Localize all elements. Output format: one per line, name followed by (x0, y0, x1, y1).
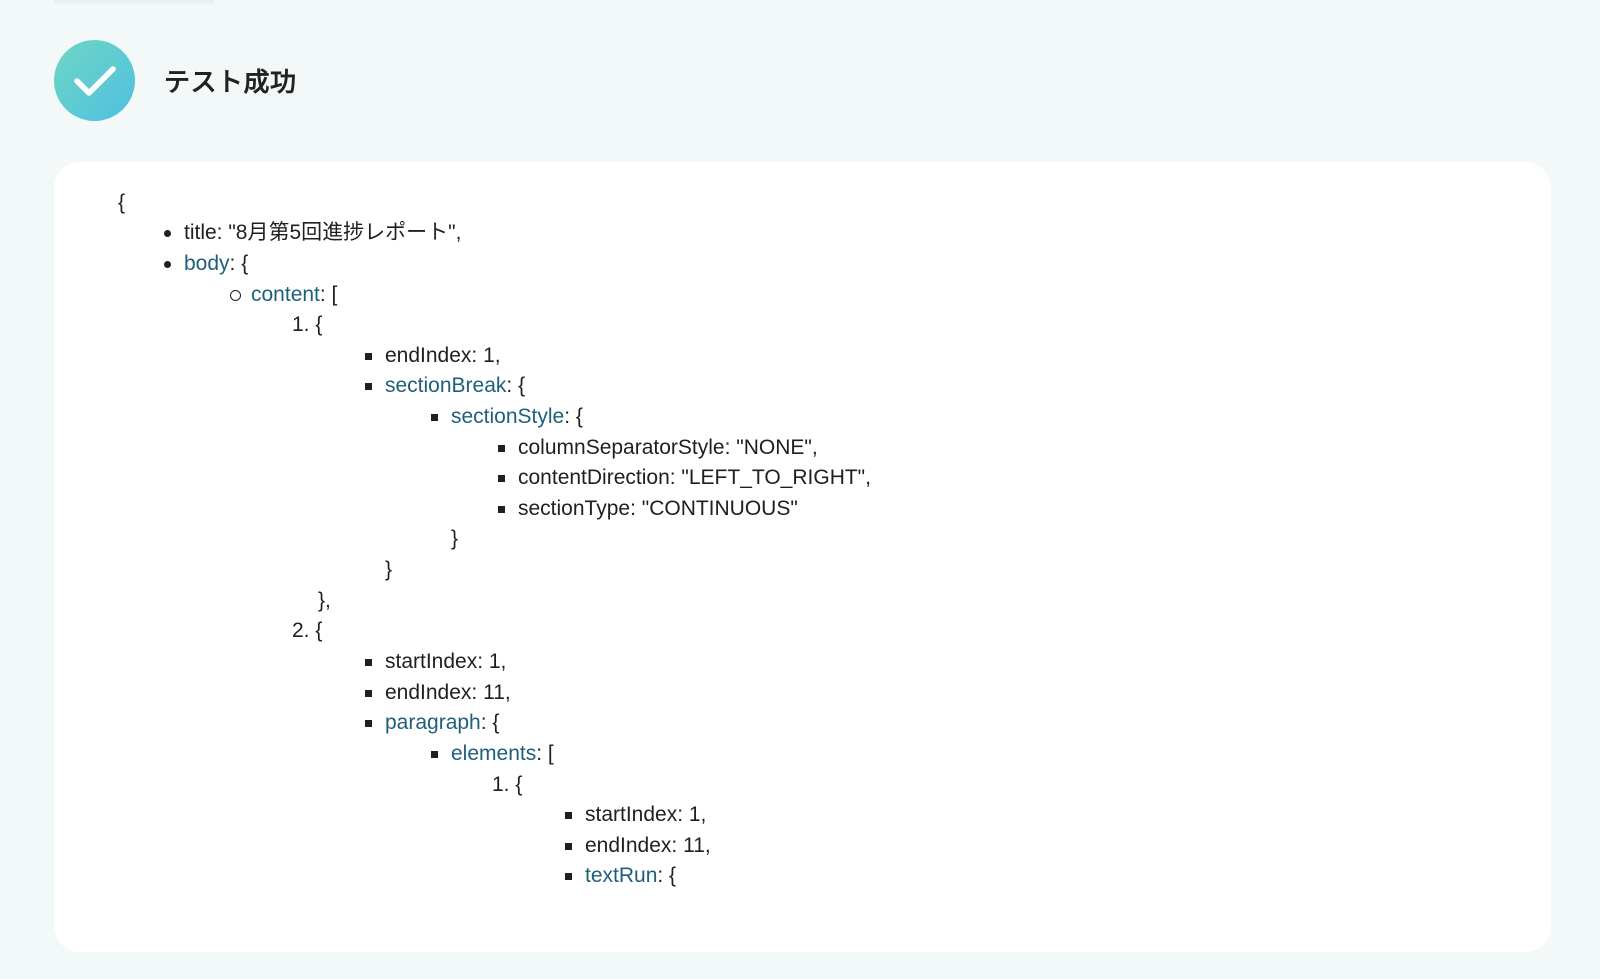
json-columnseparatorstyle: columnSeparatorStyle: "NONE", (498, 432, 818, 463)
json-sectionbreak-line: sectionBreak: { (364, 370, 525, 401)
json-close-sectionstyle: } (451, 527, 459, 550)
json-close-sectionbreak: } (385, 558, 393, 581)
json-sectiontype: sectionType: "CONTINUOUS" (498, 493, 798, 524)
json-key-paragraph[interactable]: paragraph (385, 711, 481, 734)
json-sectionstyle-line: sectionStyle: { (431, 401, 583, 432)
json-item1-endindex: endIndex: 1, (365, 340, 501, 371)
json-key-sectionbreak[interactable]: sectionBreak (385, 374, 507, 397)
json-close-item1: }, (318, 589, 331, 612)
json-item2-startindex: startIndex: 1, (364, 646, 506, 677)
json-el1-startindex: startIndex: 1, (564, 799, 706, 830)
json-el1-endindex: endIndex: 11, (565, 830, 711, 861)
json-elements-line: elements: [ (431, 738, 554, 769)
json-result-card: { title: "8月第5回進捗レポート", body: { content:… (54, 162, 1551, 952)
json-body-line: body: { (163, 248, 248, 279)
json-textrun-line: textRun: { (564, 860, 676, 891)
json-item1-open: 1. { (292, 313, 323, 336)
json-key-textrun[interactable]: textRun (585, 864, 658, 887)
checkmark-icon (73, 65, 116, 96)
json-paragraph-line: paragraph: { (364, 707, 499, 738)
json-key-body[interactable]: body (184, 252, 230, 275)
check-circle-icon (54, 40, 135, 121)
result-header: テスト成功 (54, 40, 297, 121)
json-key-content[interactable]: content (251, 283, 320, 306)
json-el1-open: 1. { (492, 773, 523, 796)
json-title-line: title: "8月第5回進捗レポート", (163, 217, 461, 248)
json-key-sectionstyle[interactable]: sectionStyle (451, 405, 565, 428)
json-tree-viewport[interactable]: { title: "8月第5回進捗レポート", body: { content:… (54, 162, 1551, 897)
json-item2-open: 2. { (292, 619, 323, 642)
json-content-line: content: [ (229, 279, 337, 310)
json-open-brace: { (118, 191, 126, 214)
top-tab-shadow (54, 0, 214, 6)
json-item2-endindex: endIndex: 11, (365, 677, 511, 708)
json-key-elements[interactable]: elements (451, 742, 537, 765)
json-contentdirection: contentDirection: "LEFT_TO_RIGHT", (498, 462, 871, 493)
page-title: テスト成功 (164, 67, 297, 97)
